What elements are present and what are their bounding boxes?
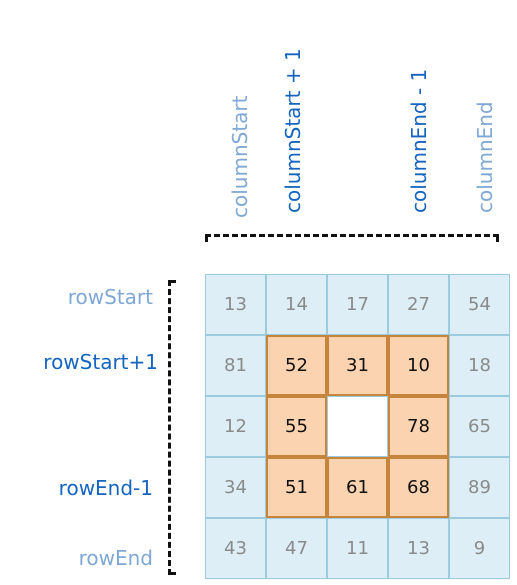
matrix-grid: 13 14 17 27 54 81 52 31 10 18 12 55 78 6…: [205, 274, 510, 579]
column-bracket-right-tick: [496, 234, 499, 242]
matrix-cell-1-0: 81: [205, 335, 266, 396]
matrix-cell-3-3: 68: [388, 457, 449, 518]
column-label-column-start-plus-1: columnStart + 1: [281, 48, 305, 213]
matrix-cell-1-2: 31: [327, 335, 388, 396]
matrix-cell-3-1: 51: [266, 457, 327, 518]
matrix-cell-0-0: 13: [205, 274, 266, 335]
row-label-row-start: rowStart: [67, 285, 153, 309]
matrix-cell-4-2: 11: [327, 518, 388, 579]
row-range-bracket: [168, 280, 171, 575]
matrix-cell-4-4: 9: [449, 518, 510, 579]
column-label-column-end-minus-1: columnEnd - 1: [407, 68, 431, 213]
row-bracket-top-tick: [168, 280, 176, 283]
matrix-cell-1-1: 52: [266, 335, 327, 396]
matrix-cell-4-3: 13: [388, 518, 449, 579]
matrix-cell-0-2: 17: [327, 274, 388, 335]
matrix-cell-1-4: 18: [449, 335, 510, 396]
column-label-column-end: columnEnd: [473, 101, 497, 213]
matrix-cell-2-4: 65: [449, 396, 510, 457]
matrix-cell-0-1: 14: [266, 274, 327, 335]
matrix-cell-4-1: 47: [266, 518, 327, 579]
matrix-cell-2-0: 12: [205, 396, 266, 457]
column-bracket-left-tick: [205, 234, 208, 242]
matrix-cell-2-2: [327, 396, 388, 457]
column-range-bracket: [205, 234, 499, 237]
matrix-cell-1-3: 10: [388, 335, 449, 396]
matrix-cell-3-2: 61: [327, 457, 388, 518]
row-bracket-bottom-tick: [168, 572, 176, 575]
row-label-row-start-plus-1: rowStart+1: [43, 350, 158, 374]
matrix-cell-4-0: 43: [205, 518, 266, 579]
matrix-cell-2-1: 55: [266, 396, 327, 457]
matrix-cell-0-4: 54: [449, 274, 510, 335]
matrix-cell-0-3: 27: [388, 274, 449, 335]
row-label-row-end: rowEnd: [78, 546, 153, 570]
matrix-cell-2-3: 78: [388, 396, 449, 457]
matrix-cell-3-0: 34: [205, 457, 266, 518]
row-label-row-end-minus-1: rowEnd-1: [58, 476, 153, 500]
column-label-column-start: columnStart: [228, 95, 252, 218]
matrix-cell-3-4: 89: [449, 457, 510, 518]
